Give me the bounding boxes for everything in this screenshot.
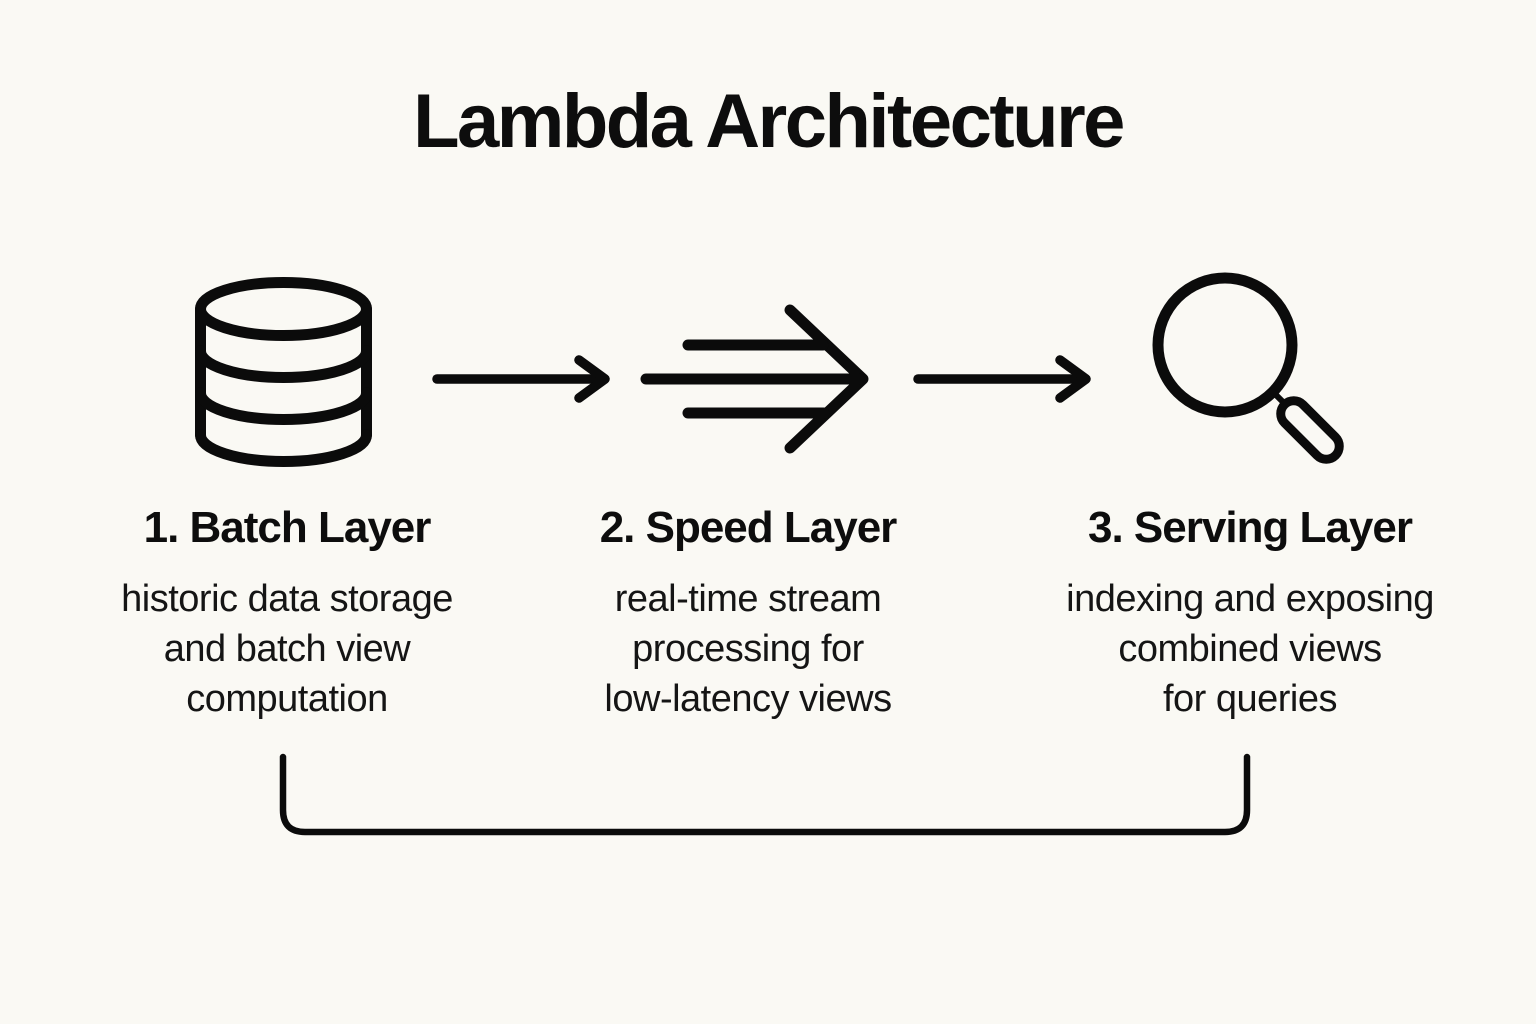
speed-layer-description: real-time stream processing for low-late… — [604, 578, 892, 720]
serving-layer-description: indexing and exposing combined views for… — [1066, 578, 1434, 720]
batch-layer-column: 1. Batch Layer historic data storage and… — [47, 503, 527, 724]
speed-stream-icon — [640, 303, 870, 455]
speed-layer-heading: 2. Speed Layer — [599, 503, 898, 552]
flow-arrow-icon — [911, 352, 1093, 406]
batch-layer-description: historic data storage and batch view com… — [121, 578, 453, 720]
batch-layer-heading: 1. Batch Layer — [143, 503, 432, 552]
serving-layer-heading: 3. Serving Layer — [1088, 503, 1413, 552]
database-icon — [195, 277, 372, 468]
diagram-title: Lambda Architecture — [413, 79, 1125, 164]
serving-layer-column: 3. Serving Layer indexing and exposing c… — [1010, 503, 1490, 724]
speed-layer-column: 2. Speed Layer real-time stream processi… — [508, 503, 988, 724]
flow-arrow-icon — [430, 352, 612, 406]
feedback-bracket — [270, 744, 1266, 849]
magnifier-icon — [1152, 272, 1348, 470]
